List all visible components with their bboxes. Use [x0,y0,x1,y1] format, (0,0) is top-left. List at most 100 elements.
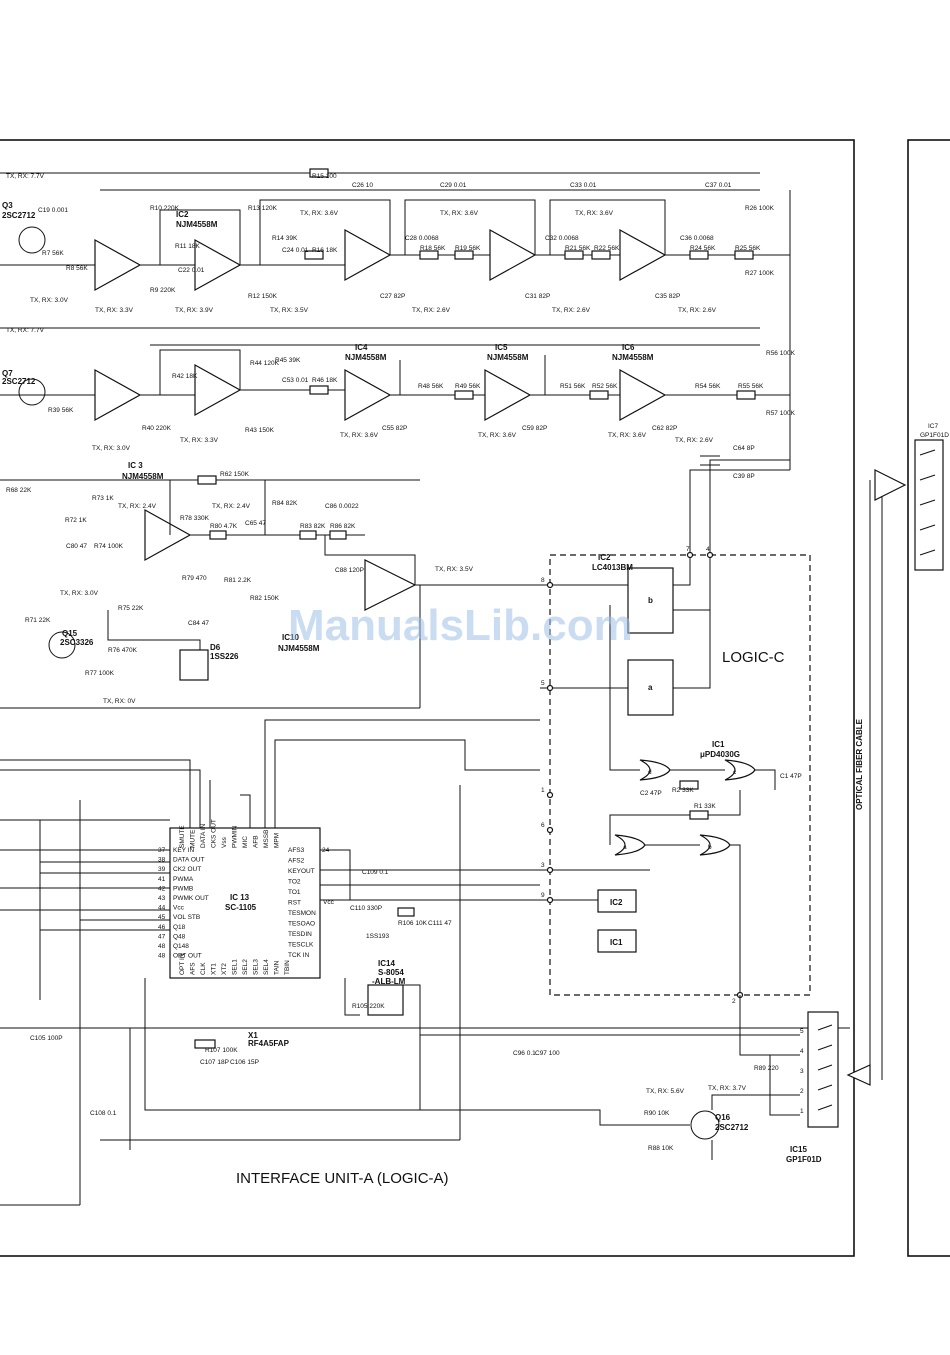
ic13-pin-number: 38 [158,857,166,864]
label-ff-b: b [648,596,653,605]
label-c39: C39 8P [733,473,755,480]
label-c88: C88 120P [335,567,364,574]
right-frame [907,139,950,1257]
label-v26b: TX, RX: 2.6V [552,307,591,314]
ic13-pin-name: RST [288,900,301,907]
opamp-b2 [489,228,537,282]
ic13-pin-number: 45 [158,914,166,921]
label-c31: C31 82P [525,293,550,300]
ic13-pin-name: OPT IN [179,953,186,975]
label-r9: R9 220K [150,287,176,294]
label-r46: R46 18K [312,377,338,384]
label-r73: R73 1K [92,495,114,502]
ic13-pin-name: Q18 [173,924,186,931]
label-r77: R77 100K [85,670,115,677]
label-ic5-ref: IC5 [495,343,508,352]
label-r1: R1 33K [694,803,716,810]
gate-d [639,759,671,781]
fiber-arrow-out [846,1064,871,1086]
label-c33: C33 0.01 [570,182,597,189]
connector-ic15 [807,1011,839,1128]
opamp-ic3a [94,368,142,422]
ic-block-ic1 [597,929,637,953]
label-cpin-4: 4 [800,1048,804,1055]
label-c109: C109 0.1 [362,869,389,876]
label-gate-c: c [733,769,737,776]
gate-b [699,834,731,856]
label-r71: R71 22K [25,617,51,624]
label-v56: TX, RX: 5.6V [646,1088,685,1095]
transistor-q3 [18,226,46,254]
label-r43: R43 150K [245,427,275,434]
label-ic5-part: NJM4558M [487,353,529,362]
label-r10: R10 220K [150,205,180,212]
label-r27: R27 100K [745,270,775,277]
opamp-ic10a [144,508,192,562]
filter-row-top [0,168,791,470]
label-c59: C59 82P [522,425,547,432]
label-cpin-2: 2 [800,1088,804,1095]
ic13-pin-name: SEL4 [263,959,270,975]
gate-a [614,834,646,856]
label-r13: R13 120K [248,205,278,212]
label-q7-ref: Q7 [2,369,13,378]
main-frame [0,139,855,1257]
ic13-pin-number: 43 [158,895,166,902]
opamp-ic3b [194,363,242,417]
logic-c-internals [540,555,776,995]
label-r105: R105 220K [352,1003,385,1010]
label-ic7-part: GP1F01D [920,432,949,439]
ic13-pin-name: AFB [253,835,260,848]
ic13-pin-name: KEY IN [173,847,195,854]
label-c22: C22 0.01 [178,267,205,274]
ic13-pin-name: TESMON [288,910,316,917]
label-v39: TX, RX: 3.9V [175,307,214,314]
label-c62: C62 82P [652,425,677,432]
ic13-pin-name: TO1 [288,889,301,896]
transistor-q16 [690,1110,720,1140]
label-gate-a: a [623,844,627,851]
ic13-pin-name: MPM [274,833,281,848]
label-ic13-part: SC-1105 [225,903,257,912]
label-c97: C97 100 [535,1050,560,1057]
ic13-pin-name: CKS OUT [211,819,218,848]
ic13-pin-number: 39 [158,866,166,873]
label-ic2-ref: IC2 [176,210,189,219]
label-ic14-part: S-8054 [378,968,404,977]
label-ff-a: a [648,683,653,692]
label-r18: R18 56K [420,245,446,252]
filter-row-middle [0,327,790,555]
label-ic4-part: NJM4558M [345,353,387,362]
label-x1-part: RF4A5FAP [248,1039,290,1048]
label-x1-ref: X1 [248,1031,258,1040]
ic13-pin-name: AFS2 [288,858,305,865]
opamp-ic2b [194,238,242,292]
label-r22: R22 56K [594,245,620,252]
label-ic10-ref: IC10 [282,633,299,642]
opamp-ic2a [94,238,142,292]
label-c96: C96 0.1 [513,1050,536,1057]
label-c28: C28 0.0068 [405,235,439,242]
fiber-cable-label: OPTICAL FIBER CABLE [855,718,864,810]
ic13-pin-name: PWMB [173,885,193,892]
crystal-x1 [194,1039,216,1049]
label-lpin-4: 4 [706,546,710,553]
watermark: ManualsLib.com [288,601,633,650]
label-ic6-part: NJM4558M [612,353,654,362]
ic13-pin-name: AFS3 [288,847,305,854]
ic13-pin-name: CLK [200,962,207,975]
label-c37: C37 0.01 [705,182,732,189]
label-v30b: TX, RX: 3.0V [92,445,131,452]
label-lpin-3: 3 [541,862,545,869]
label-ic2-part: NJM4558M [176,220,218,229]
label-r88: R88 10K [648,1145,674,1152]
label-v26a: TX, RX: 2.6V [412,307,451,314]
label-r51: R51 56K [560,383,586,390]
transistor-q15 [48,631,76,659]
label-r80: R80 4.7K [210,523,238,530]
label-r76: R76 470K [108,647,138,654]
label-v36e: TX, RX: 3.6V [478,432,517,439]
label-c64: C64 8P [733,445,755,452]
